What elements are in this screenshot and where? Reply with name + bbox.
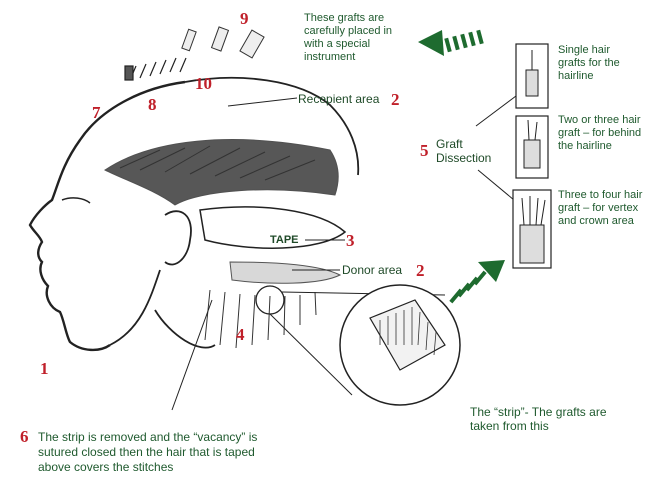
ear [164, 210, 192, 266]
recipient-area-label: Recepient area [298, 92, 380, 106]
head-outline [28, 80, 186, 352]
number-2-donor: 2 [416, 261, 425, 280]
number-7: 7 [92, 103, 101, 122]
falling-grafts [181, 26, 265, 59]
number-9: 9 [240, 9, 249, 28]
single-hair-label: Single hair grafts for the hairline [558, 44, 620, 82]
head-top [184, 76, 360, 176]
hairline-grafts [124, 57, 187, 81]
number-8: 8 [148, 95, 157, 114]
two-three-hair-label: Two or three hair graft – for behind the… [558, 114, 642, 152]
strip-block [369, 299, 446, 371]
side-hair [104, 139, 339, 206]
donor-area-label: Donor area [342, 263, 403, 277]
graft-dissection-label: Graft Dissection [436, 137, 492, 165]
number-1: 1 [40, 359, 49, 378]
strip-leader [171, 299, 213, 411]
neck-outline [109, 269, 216, 349]
strip-removed-note: The strip is removed and the “vacancy” i… [38, 430, 258, 474]
lower-hair [204, 289, 317, 349]
number-3: 3 [346, 231, 355, 250]
number-2-recipient: 2 [391, 90, 400, 109]
strip-note: The “strip”- The grafts are taken from t… [470, 405, 607, 433]
strip-hairs [379, 307, 437, 356]
grafts-note: These grafts are carefully placed in wit… [304, 12, 393, 63]
number-6: 6 [20, 427, 29, 446]
arrow-up-right [449, 260, 505, 304]
number-10: 10 [195, 74, 212, 93]
eye [61, 197, 91, 204]
arrow-up-left [418, 29, 484, 56]
graft-illustrations [519, 50, 546, 264]
tape-band [199, 206, 347, 249]
tape-label: TAPE [270, 234, 299, 246]
donor-strip [229, 261, 342, 284]
number-4: 4 [236, 325, 245, 344]
dissection-leader-1 [475, 95, 517, 127]
three-four-hair-label: Three to four hair graft – for vertex an… [558, 189, 643, 227]
recipient-leader [227, 97, 298, 107]
zoom-line-bottom [269, 313, 353, 396]
number-5: 5 [420, 141, 429, 160]
